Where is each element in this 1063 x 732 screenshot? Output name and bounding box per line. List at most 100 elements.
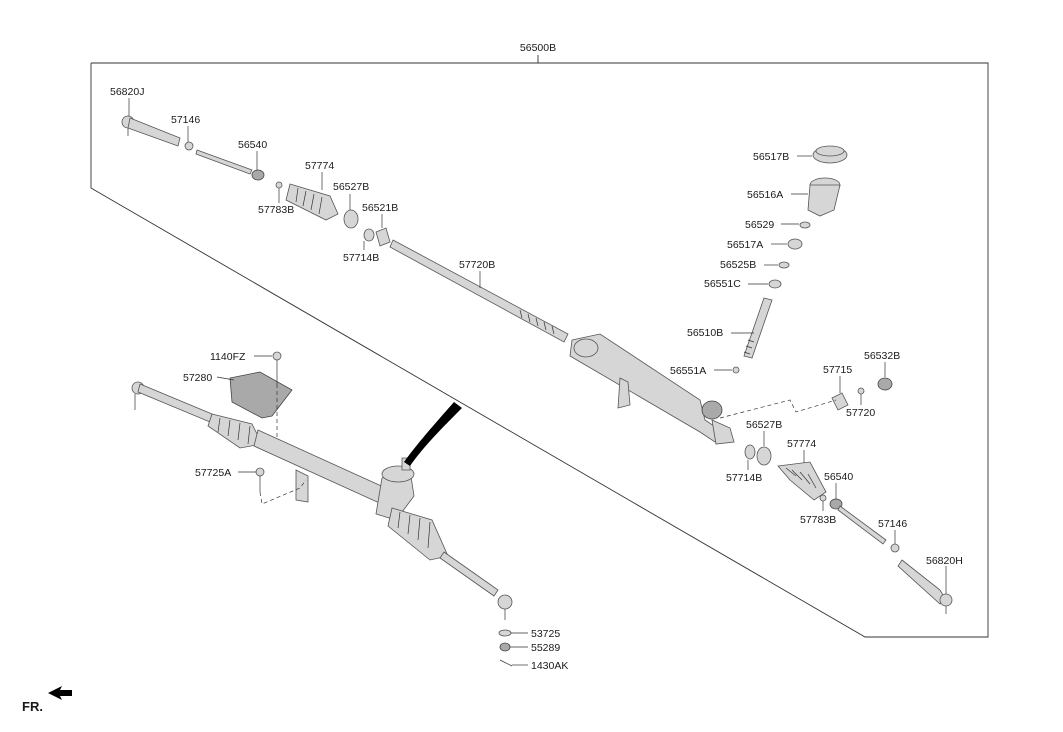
label-56527B-bottom: 56527B <box>746 419 782 446</box>
clamp-ring-left <box>343 209 359 229</box>
svg-text:56517B: 56517B <box>753 151 789 163</box>
label-56540-top: 56540 <box>238 139 267 170</box>
svg-text:57280: 57280 <box>183 372 212 384</box>
lock-nut-right <box>890 543 900 553</box>
label-57146-top: 57146 <box>171 114 200 142</box>
label-56517B: 56517B <box>753 151 812 163</box>
svg-text:56516A: 56516A <box>747 189 783 201</box>
svg-text:55289: 55289 <box>531 642 560 654</box>
svg-text:1140FZ: 1140FZ <box>210 351 246 363</box>
label-56527B-top: 56527B <box>333 181 369 210</box>
pinion-nut <box>732 366 740 374</box>
label-57720: 57720 <box>846 394 875 419</box>
svg-text:56540: 56540 <box>824 471 853 483</box>
svg-text:57720: 57720 <box>846 407 875 419</box>
rack-bushing <box>375 227 391 247</box>
pinion-shaft <box>743 297 773 359</box>
front-arrow-icon <box>48 686 72 700</box>
clip-left <box>275 181 283 189</box>
svg-text:56540: 56540 <box>238 139 267 151</box>
svg-text:57774: 57774 <box>787 438 816 450</box>
label-56525B: 56525B <box>720 259 778 271</box>
svg-text:56551A: 56551A <box>670 365 706 377</box>
svg-text:56510B: 56510B <box>687 327 723 339</box>
washer-53725 <box>498 629 512 637</box>
label-56820H: 56820H <box>926 555 963 594</box>
assembly-frame <box>90 55 989 638</box>
svg-text:57715: 57715 <box>823 364 852 376</box>
bellows-boot-left <box>285 183 339 221</box>
label-56551C: 56551C <box>704 278 768 290</box>
yoke-plug <box>831 392 849 411</box>
frame-label: 56500B <box>520 42 556 54</box>
label-56820J: 56820J <box>110 86 144 116</box>
lock-nut-left <box>184 141 194 151</box>
svg-text:57146: 57146 <box>878 518 907 530</box>
label-55289: 55289 <box>510 642 560 654</box>
svg-text:57720B: 57720B <box>459 259 495 271</box>
label-57783B-bottom: 57783B <box>800 501 836 526</box>
label-57280: 57280 <box>183 372 235 384</box>
svg-text:1430AK: 1430AK <box>531 660 568 672</box>
pin-1430ak <box>499 659 513 667</box>
pinion-seal <box>768 279 782 289</box>
label-57774-bottom: 57774 <box>787 438 816 463</box>
clip-right <box>819 494 827 502</box>
label-56529: 56529 <box>745 219 799 231</box>
gear-housing-exploded <box>569 333 735 445</box>
fr-label: FR. <box>22 699 43 714</box>
svg-text:56820H: 56820H <box>926 555 963 567</box>
svg-text:57783B: 57783B <box>800 514 836 526</box>
svg-text:57725A: 57725A <box>195 467 231 479</box>
bellows-boot-right <box>777 461 827 501</box>
tie-rod-end-right <box>897 559 953 614</box>
svg-text:56527B: 56527B <box>746 419 782 431</box>
svg-text:56527B: 56527B <box>333 181 369 193</box>
detail-callout-pointer <box>404 402 462 466</box>
label-56521B: 56521B <box>362 202 398 228</box>
clamp-ring-right <box>756 446 772 466</box>
label-57783B-top: 57783B <box>258 188 294 216</box>
heat-shield-cover <box>229 371 293 419</box>
label-57714B-top: 57714B <box>343 241 379 264</box>
small-clamp-left <box>363 228 375 242</box>
svg-text:56525B: 56525B <box>720 259 756 271</box>
label-57146-bottom: 57146 <box>878 518 907 544</box>
label-57714B-bottom: 57714B <box>726 460 762 484</box>
yoke-dashline <box>719 399 837 419</box>
pinion-housing-upper <box>807 177 841 217</box>
svg-text:57714B: 57714B <box>343 252 379 264</box>
svg-text:57714B: 57714B <box>726 472 762 484</box>
svg-text:57783B: 57783B <box>258 204 294 216</box>
inner-tie-rod-left <box>195 149 265 181</box>
svg-text:56532B: 56532B <box>864 350 900 362</box>
label-1140FZ: 1140FZ <box>210 351 272 363</box>
rack-bar <box>389 239 569 343</box>
svg-text:56517A: 56517A <box>727 239 763 251</box>
label-57715: 57715 <box>823 364 852 393</box>
svg-text:56521B: 56521B <box>362 202 398 214</box>
label-56516A: 56516A <box>747 189 808 201</box>
svg-text:57146: 57146 <box>171 114 200 126</box>
label-56517A: 56517A <box>727 239 787 251</box>
assembled-steering-gear <box>131 381 513 620</box>
label-56532B: 56532B <box>864 350 900 377</box>
svg-text:57774: 57774 <box>305 160 334 172</box>
svg-text:56820J: 56820J <box>110 86 144 98</box>
svg-text:53725: 53725 <box>531 628 560 640</box>
label-57720B: 57720B <box>459 259 495 288</box>
bolt-1140fz <box>272 351 282 440</box>
svg-text:56551C: 56551C <box>704 278 741 290</box>
tie-rod-end-left <box>121 115 181 147</box>
label-53725: 53725 <box>511 628 560 640</box>
yoke-cap <box>877 377 893 391</box>
retaining-ring <box>778 261 790 269</box>
snap-ring <box>799 221 811 229</box>
label-57725A: 57725A <box>195 467 256 479</box>
nut-55289 <box>499 642 511 652</box>
small-clamp-right <box>744 444 756 460</box>
label-1430AK: 1430AK <box>512 660 568 672</box>
svg-text:56529: 56529 <box>745 219 774 231</box>
